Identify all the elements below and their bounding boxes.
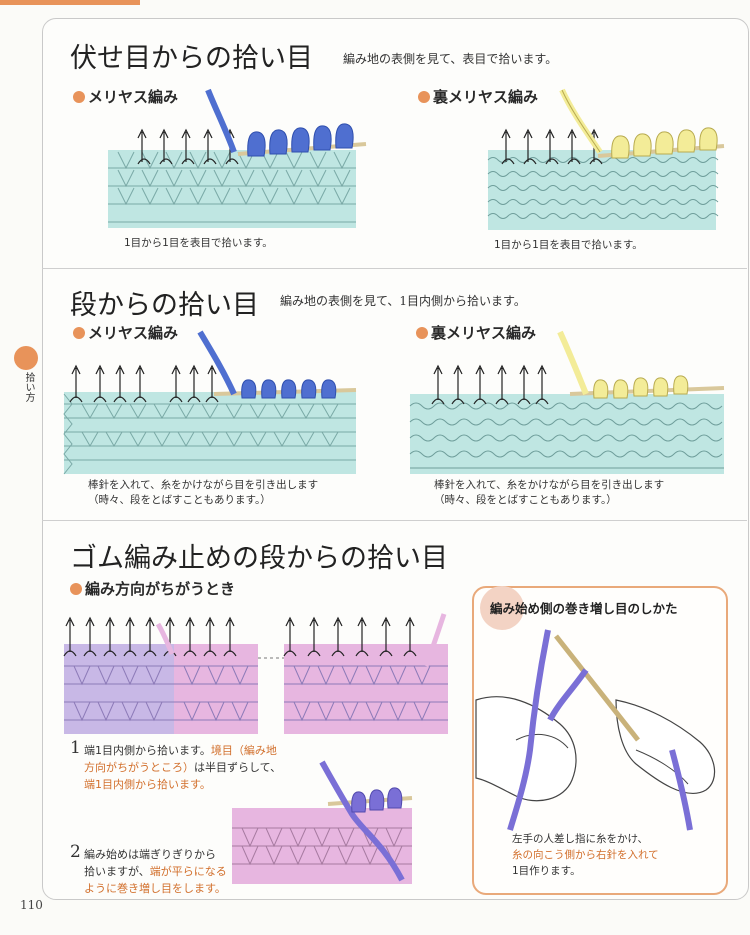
step1-text: 1 端1目内側から拾います。境目（編み地 方向がちがうところ）は半目ずらして、 … [70,738,282,792]
caption-rows-stockinette-1: 棒針を入れて、糸をかけながら目を引き出します [88,479,319,491]
caption-bindoff-reverse: 1目から1目を表目で拾います。 [494,239,643,251]
section-title-ribbing: ゴム編み止めの段からの拾い目 [70,543,448,574]
section-divider [42,268,747,269]
caption-rows-stockinette-2: （時々、段をとばすこともあります。） [88,494,271,506]
sub-label-stockinette: メリヤス編み [73,322,178,343]
section-divider [42,520,747,521]
callout-text-3: 1目作ります。 [512,865,581,877]
callout-title: 編み始め側の巻き増し目のしかた [490,601,678,616]
illustration-ribbing-step2 [232,760,413,884]
illustration-ribbing-step1 [63,613,448,734]
sub-label-direction: 編み方向がちがうとき [70,578,235,599]
side-tab-marker [14,346,38,370]
section-title-rows: 段からの拾い目 [70,290,259,321]
section-note: 編み地の表側を見て、1目内側から拾います。 [280,294,526,308]
callout-text-1: 左手の人差し指に糸をかけ、 [512,833,648,845]
illustration-rows-stockinette [63,330,357,475]
caption-rows-reverse-1: 棒針を入れて、糸をかけながら目を引き出します [434,479,665,491]
sub-label-stockinette: メリヤス編み [73,86,178,107]
top-accent-bar [0,0,140,5]
illustration-rows-reverse [409,330,725,474]
section-title-bind-off: 伏せ目からの拾い目 [70,43,313,74]
side-tab-label: 拾い方 [23,372,34,402]
callout-text-2: 糸の向こう側から右針を入れて [512,849,659,861]
caption-rows-reverse-2: （時々、段をとばすこともあります。） [434,494,617,506]
illustration-bindoff-stockinette [108,88,367,228]
sub-label-reverse-stockinette: 裏メリヤス編み [418,86,538,107]
caption-bindoff-stockinette: 1目から1目を表目で拾います。 [124,237,273,249]
sub-label-reverse-stockinette: 裏メリヤス編み [416,322,536,343]
page-number: 110 [20,898,43,912]
illustration-bindoff-reverse [487,88,725,230]
section-note: 編み地の表側を見て、表目で拾います。 [343,52,558,66]
step2-text: 2 編み始めは端ぎりぎりから 拾いますが、端が平らになる ように巻き増し目をしま… [70,842,227,896]
callout-title-marker [480,586,524,630]
illustration-hands-cast-on [475,629,716,831]
